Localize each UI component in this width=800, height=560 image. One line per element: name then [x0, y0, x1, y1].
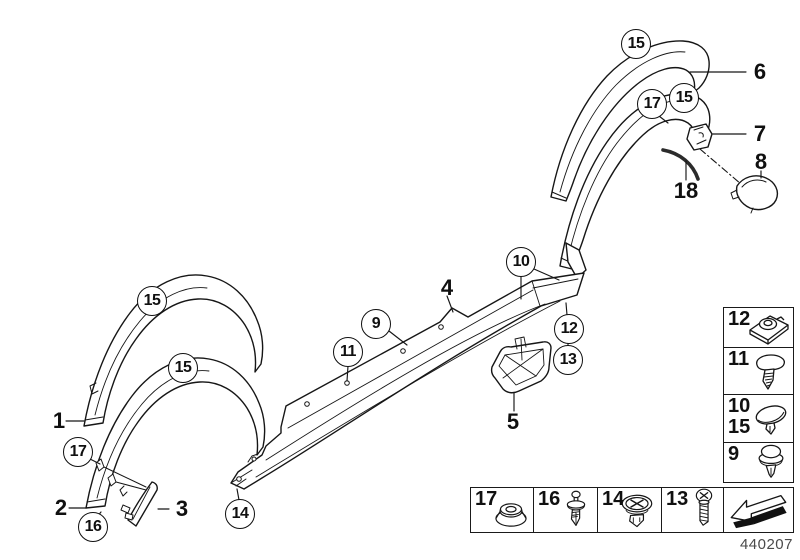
- leader-lines: [65, 71, 762, 518]
- legend-box-11[interactable]: 11: [723, 347, 794, 395]
- legend-label-9: 9: [728, 443, 740, 465]
- blind-rivet-pin-icon: [566, 490, 586, 526]
- legend-label-15: 15: [728, 416, 751, 438]
- front-direction-arrow-icon: [730, 494, 787, 529]
- callout-16-front-arch[interactable]: 16: [78, 512, 108, 542]
- callout-10-sill[interactable]: 10: [506, 247, 536, 277]
- front-arch-inner-trim: [85, 357, 266, 509]
- callout-6[interactable]: 6: [753, 59, 767, 84]
- callout-8[interactable]: 8: [754, 149, 768, 174]
- legend-label-13: 13: [666, 488, 689, 510]
- assembly-dash-dot-line: [699, 148, 742, 185]
- callout-11-sill[interactable]: 11: [333, 337, 363, 367]
- legend-box-9[interactable]: 9: [723, 442, 794, 483]
- legend-label-17: 17: [475, 488, 498, 510]
- grommet-plate-nut-icon: [749, 315, 789, 345]
- legend-label-16: 16: [538, 488, 561, 510]
- diagram-number: 440207: [739, 536, 793, 553]
- callout-3[interactable]: 3: [175, 496, 189, 521]
- callout-17-rear-arch[interactable]: 17: [637, 89, 667, 119]
- legend-box-13[interactable]: 13: [661, 487, 724, 533]
- callout-12-sill[interactable]: 12: [554, 314, 584, 344]
- phillips-screw-icon: [695, 488, 713, 526]
- callout-2[interactable]: 2: [54, 495, 68, 520]
- arch-end-clip-part7: [686, 123, 713, 151]
- callout-1[interactable]: 1: [52, 408, 66, 433]
- gasket-strip-part18: [661, 148, 700, 181]
- legend-box-direction-arrow[interactable]: [723, 487, 794, 533]
- callout-14-sill-left[interactable]: 14: [225, 499, 255, 529]
- sill-trim-assembly: [230, 272, 585, 490]
- callout-5[interactable]: 5: [506, 409, 520, 434]
- legend-box-16[interactable]: 16: [533, 487, 598, 533]
- callout-15-front-arch-inner[interactable]: 15: [168, 353, 198, 383]
- side-marker-trim-part3: [103, 466, 158, 527]
- dome-head-clip-icon: [758, 444, 784, 478]
- callout-15-front-arch-outer[interactable]: 15: [137, 286, 167, 316]
- callout-9-sill[interactable]: 9: [361, 309, 391, 339]
- legend-label-14: 14: [602, 488, 625, 510]
- legend-box-12[interactable]: 12: [723, 307, 794, 348]
- legend-label-10: 10: [728, 395, 751, 417]
- grommet-nut-icon: [495, 503, 527, 527]
- legend-box-17[interactable]: 17: [470, 487, 534, 533]
- bracket-part8: [730, 175, 779, 214]
- front-arch-outer-trim: [83, 274, 264, 427]
- callout-13-sill[interactable]: 13: [553, 345, 583, 375]
- expanding-rivet-clip-icon: [756, 354, 785, 390]
- phillips-clip-rivet-icon: [621, 494, 653, 528]
- legend-box-10-15[interactable]: 10 15: [723, 394, 794, 443]
- jack-support-pad-part5: [490, 336, 552, 394]
- callout-15-rear-arch-outer[interactable]: 15: [621, 29, 651, 59]
- legend-label-12: 12: [728, 308, 751, 330]
- callout-18[interactable]: 18: [673, 178, 699, 203]
- callout-15-rear-arch-inner[interactable]: 15: [669, 83, 699, 113]
- callout-7[interactable]: 7: [753, 121, 767, 146]
- callout-17-front-arch[interactable]: 17: [63, 437, 93, 467]
- rear-arch-outer-trim: [550, 40, 710, 202]
- oval-head-clip-icon: [755, 405, 787, 435]
- legend-box-14[interactable]: 14: [597, 487, 662, 533]
- legend-label-11: 11: [728, 348, 750, 370]
- callout-4[interactable]: 4: [440, 275, 454, 300]
